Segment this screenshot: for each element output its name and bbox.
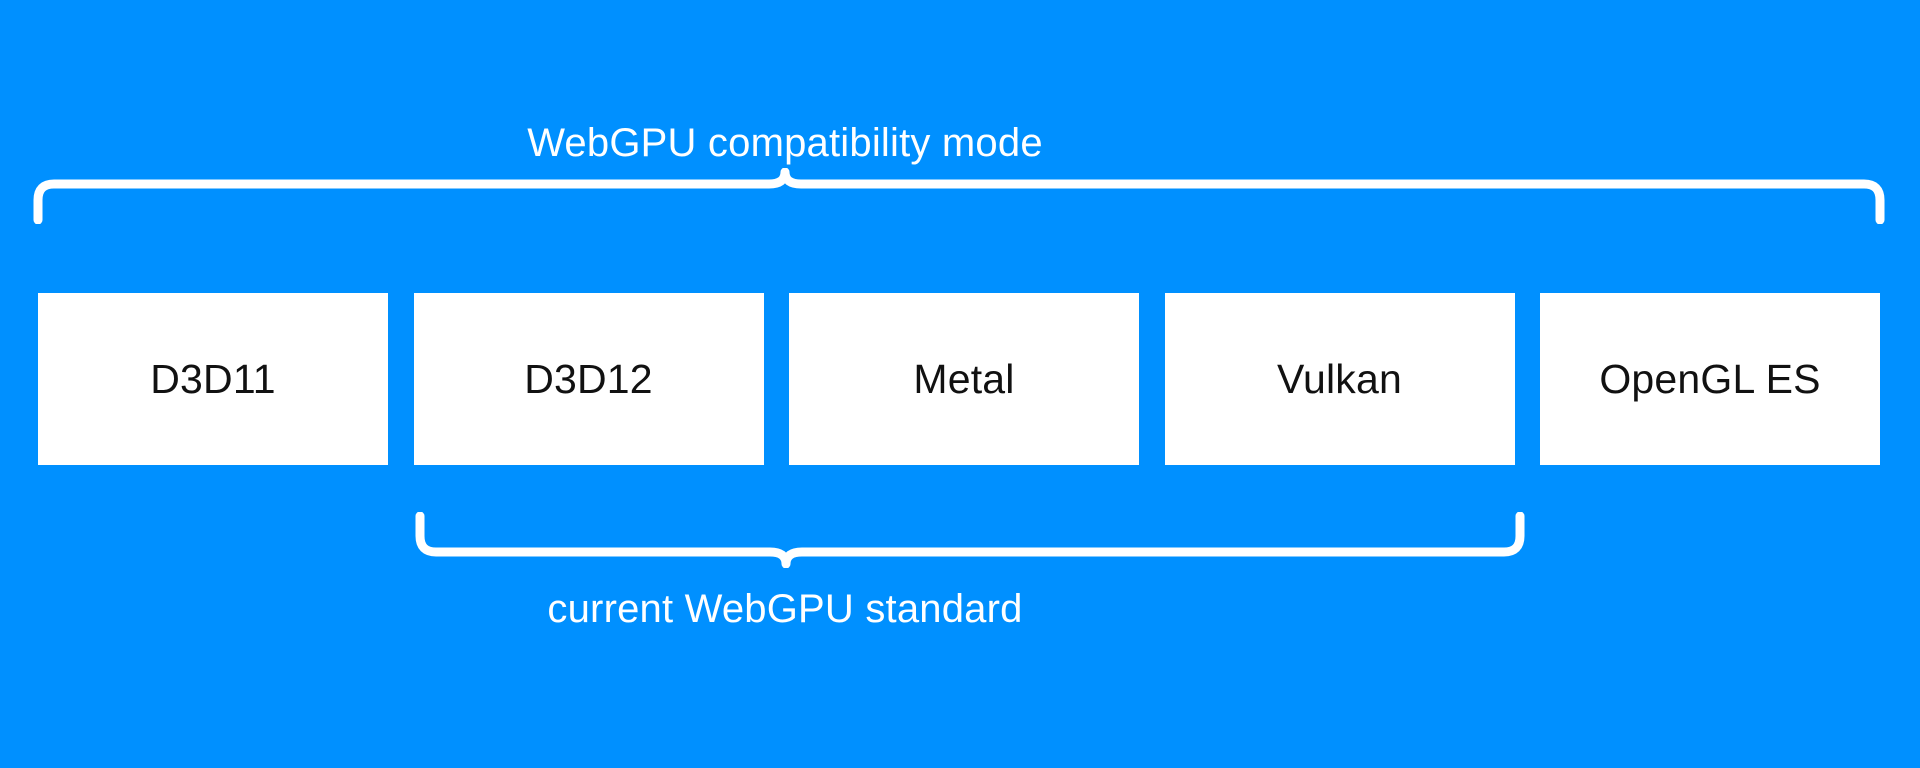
top-group-brace-icon: [33, 168, 1885, 224]
api-box-label: Metal: [913, 356, 1015, 402]
api-box-label: D3D12: [524, 356, 653, 402]
api-box-d3d12[interactable]: D3D12: [413, 293, 764, 465]
bottom-group-brace-icon: [415, 512, 1525, 568]
api-box-row: D3D11 D3D12 Metal Vulkan OpenGL ES: [38, 293, 1880, 465]
api-box-metal[interactable]: Metal: [789, 293, 1139, 465]
api-box-label: OpenGL ES: [1599, 356, 1821, 402]
top-group-label: WebGPU compatibility mode: [527, 121, 1043, 165]
bottom-group-label: current WebGPU standard: [547, 587, 1023, 631]
api-box-d3d11[interactable]: D3D11: [38, 293, 388, 465]
api-box-label: D3D11: [150, 356, 276, 402]
api-box-label: Vulkan: [1276, 356, 1403, 402]
api-box-vulkan[interactable]: Vulkan: [1164, 293, 1515, 465]
api-box-opengl-es[interactable]: OpenGL ES: [1540, 293, 1880, 465]
